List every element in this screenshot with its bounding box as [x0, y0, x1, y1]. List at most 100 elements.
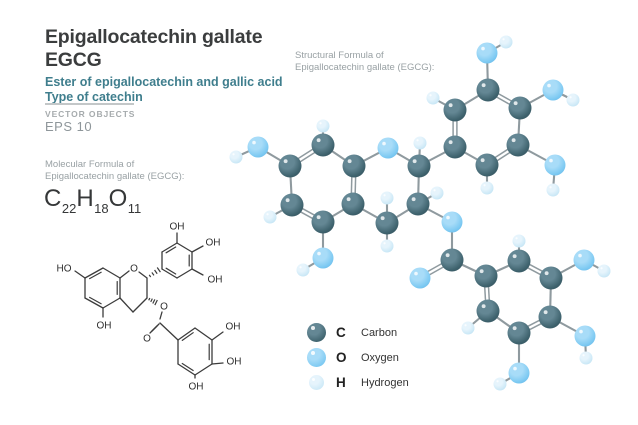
ball-highlight: [496, 380, 499, 383]
atom-carbon: [280, 193, 304, 217]
ball-highlight: [316, 215, 321, 220]
formula-subscript: 18: [94, 201, 109, 216]
atom-label-2d: OH: [206, 237, 221, 248]
formula-subscript: 22: [61, 201, 77, 216]
atom-carbon: [311, 133, 335, 157]
bond-2d: [191, 245, 204, 253]
ball-highlight: [317, 251, 321, 256]
atom-label-2d: O: [160, 301, 168, 312]
atom-carbon: [539, 266, 563, 290]
atom-hydrogen: [480, 181, 494, 195]
legend-element-symbol: H: [336, 375, 346, 390]
ball-highlight: [445, 253, 450, 258]
ball-highlight: [549, 158, 553, 163]
atom-oxygen: [573, 249, 595, 271]
atom-hydrogen: [597, 264, 611, 278]
bond-2d: [84, 267, 104, 279]
atom-carbon: [311, 210, 335, 234]
bond-2d: [181, 362, 194, 372]
ball-highlight: [299, 266, 302, 269]
ball-highlight: [579, 329, 583, 334]
divider-line: [45, 103, 134, 105]
ball-highlight: [412, 159, 417, 164]
ball-highlight: [283, 159, 288, 164]
ball-highlight: [502, 38, 505, 41]
stereo-hash-bond-2d: [148, 297, 151, 301]
ball-highlight: [414, 271, 418, 276]
ball-highlight: [582, 354, 585, 357]
atom-hydrogen: [229, 150, 243, 164]
bond-2d: [165, 246, 177, 254]
stereo-hash-bond-2d: [156, 267, 161, 273]
atom-oxygen: [247, 136, 269, 158]
atom-carbon: [443, 135, 467, 159]
bond-2d: [89, 296, 102, 305]
atom-hydrogen: [426, 91, 440, 105]
bond-2d: [161, 268, 178, 279]
page-title-line1: Epigallocatechin gallate: [45, 26, 263, 48]
ball-highlight: [480, 158, 485, 163]
bond-2d: [132, 297, 148, 313]
bond-2d: [102, 297, 121, 309]
molecular-formula-label-line1: Molecular Formula of: [45, 159, 135, 170]
atom-label-2d: OH: [189, 381, 204, 392]
oxygen-ball-icon: [307, 348, 326, 367]
ball-highlight: [382, 141, 386, 146]
ball-highlight: [600, 267, 603, 270]
structural-formula-label: Structural Formula of Epigallocatechin g…: [295, 50, 434, 73]
ball-highlight: [544, 271, 549, 276]
bond-2d: [181, 332, 194, 341]
bond-2d: [177, 363, 196, 376]
ball-highlight: [429, 94, 432, 97]
bond-2d: [119, 270, 130, 279]
bond-2d: [165, 267, 177, 275]
ball-highlight: [512, 326, 517, 331]
legend-ball: [309, 375, 324, 390]
bond-2d: [84, 297, 104, 309]
hydrogen-ball-icon: [307, 373, 326, 392]
atom-oxygen: [476, 42, 498, 64]
legend-ball: [307, 323, 326, 342]
atom-carbon: [476, 78, 500, 102]
atom-oxygen: [377, 137, 399, 159]
bond-2d: [176, 268, 193, 279]
atom-carbon: [375, 211, 399, 235]
subtitle-line1: Ester of epigallocatechin and gallic aci…: [45, 75, 283, 89]
atom-hydrogen: [493, 377, 507, 391]
ball-highlight: [512, 254, 517, 259]
ball-highlight: [319, 122, 322, 125]
ball-highlight: [479, 269, 484, 274]
atom-carbon: [440, 248, 464, 272]
ball-highlight: [416, 139, 419, 142]
atom-hydrogen: [566, 93, 580, 107]
legend-ball: [307, 348, 326, 367]
atom-carbon: [475, 153, 499, 177]
legend-element-name: Oxygen: [361, 351, 399, 364]
page-title-line2: EGCG: [45, 48, 102, 71]
ball-highlight: [515, 237, 518, 240]
atom-hydrogen: [316, 119, 330, 133]
ball-highlight: [285, 198, 290, 203]
atom-hydrogen: [546, 183, 560, 197]
atom-carbon: [407, 154, 431, 178]
atom-label-2d: HO: [57, 263, 72, 274]
bond-2d: [194, 327, 213, 341]
atom-hydrogen: [461, 321, 475, 335]
ball-highlight: [316, 138, 321, 143]
bond-2d: [176, 242, 193, 253]
ball-highlight: [446, 215, 450, 220]
ball-highlight: [411, 197, 416, 202]
atom-carbon: [538, 305, 562, 329]
atom-hydrogen: [512, 234, 526, 248]
stereo-hash-bond-2d: [154, 269, 158, 275]
atom-carbon: [278, 154, 302, 178]
title-block: Epigallocatechin gallate EGCG: [45, 26, 263, 71]
formula-element: C: [44, 185, 62, 212]
ball-highlight: [513, 366, 517, 371]
subtitle-block: Ester of epigallocatechin and gallic aci…: [45, 75, 283, 105]
model-3d-atoms: [229, 35, 611, 391]
atom-hydrogen: [499, 35, 513, 49]
ball-highlight: [347, 159, 352, 164]
atom-carbon: [342, 154, 366, 178]
atom-label-2d: O: [130, 263, 138, 274]
